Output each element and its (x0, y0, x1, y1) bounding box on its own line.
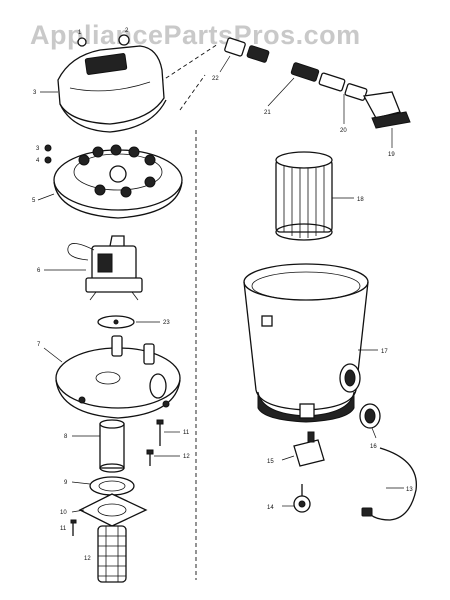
part-small-screw[interactable] (70, 519, 77, 536)
part-hose-section[interactable] (290, 62, 346, 92)
leader-lines (37, 55, 404, 513)
callout-17: 17 (381, 349, 388, 355)
part-cylinder[interactable] (99, 419, 125, 473)
part-ring[interactable] (89, 476, 135, 496)
assembly-leader-dashed (159, 43, 219, 580)
part-cartridge-filter[interactable] (275, 151, 333, 241)
part-caster-wheel[interactable] (293, 484, 311, 513)
callout-23: 23 (163, 320, 170, 326)
part-square-flange[interactable] (78, 493, 148, 527)
callout-22: 22 (212, 76, 219, 82)
callout-14: 14 (267, 505, 274, 511)
part-power-cord[interactable] (361, 447, 417, 521)
callout-4: 4 (36, 158, 40, 164)
callout-15: 15 (267, 459, 274, 465)
part-hose-coupling[interactable] (224, 37, 270, 63)
part-motor-base-plate[interactable] (53, 144, 183, 219)
callout-labels: 1 2 3 3 4 5 6 23 7 8 11 12 9 10 11 12 22… (32, 28, 413, 562)
callout-6: 6 (37, 268, 41, 274)
part-filter-cage[interactable] (97, 525, 127, 583)
callout-19: 19 (388, 152, 395, 158)
callout-20: 20 (340, 128, 347, 134)
callout-3b: 3 (36, 146, 40, 152)
part-floor-nozzle[interactable] (362, 91, 411, 129)
callout-3: 3 (33, 90, 37, 96)
part-small-screws[interactable] (44, 144, 52, 164)
callout-12: 12 (183, 454, 190, 460)
callout-18: 18 (357, 197, 364, 203)
callout-11: 11 (183, 430, 190, 436)
part-bolt-long[interactable] (156, 419, 164, 446)
part-top-cover[interactable] (57, 34, 167, 133)
callout-11b: 11 (60, 526, 67, 532)
callout-21: 21 (264, 110, 271, 116)
part-inlet-fitting[interactable] (359, 403, 381, 429)
callout-2: 2 (125, 28, 129, 34)
callout-9: 9 (64, 480, 68, 486)
callout-5: 5 (32, 198, 36, 204)
part-motor[interactable] (67, 235, 143, 301)
part-caster-mount[interactable] (293, 431, 325, 467)
part-bolt-short[interactable] (146, 449, 154, 466)
callout-8: 8 (64, 434, 68, 440)
callout-13: 13 (406, 487, 413, 493)
callout-1: 1 (78, 30, 82, 36)
callout-7: 7 (37, 342, 41, 348)
part-tank[interactable] (243, 263, 369, 423)
callout-12b: 12 (84, 556, 91, 562)
part-fan-disc[interactable] (97, 315, 135, 329)
callout-10: 10 (60, 510, 67, 516)
part-extension-wand[interactable] (344, 83, 368, 101)
part-lower-housing[interactable] (55, 335, 181, 419)
callout-16: 16 (370, 444, 377, 450)
